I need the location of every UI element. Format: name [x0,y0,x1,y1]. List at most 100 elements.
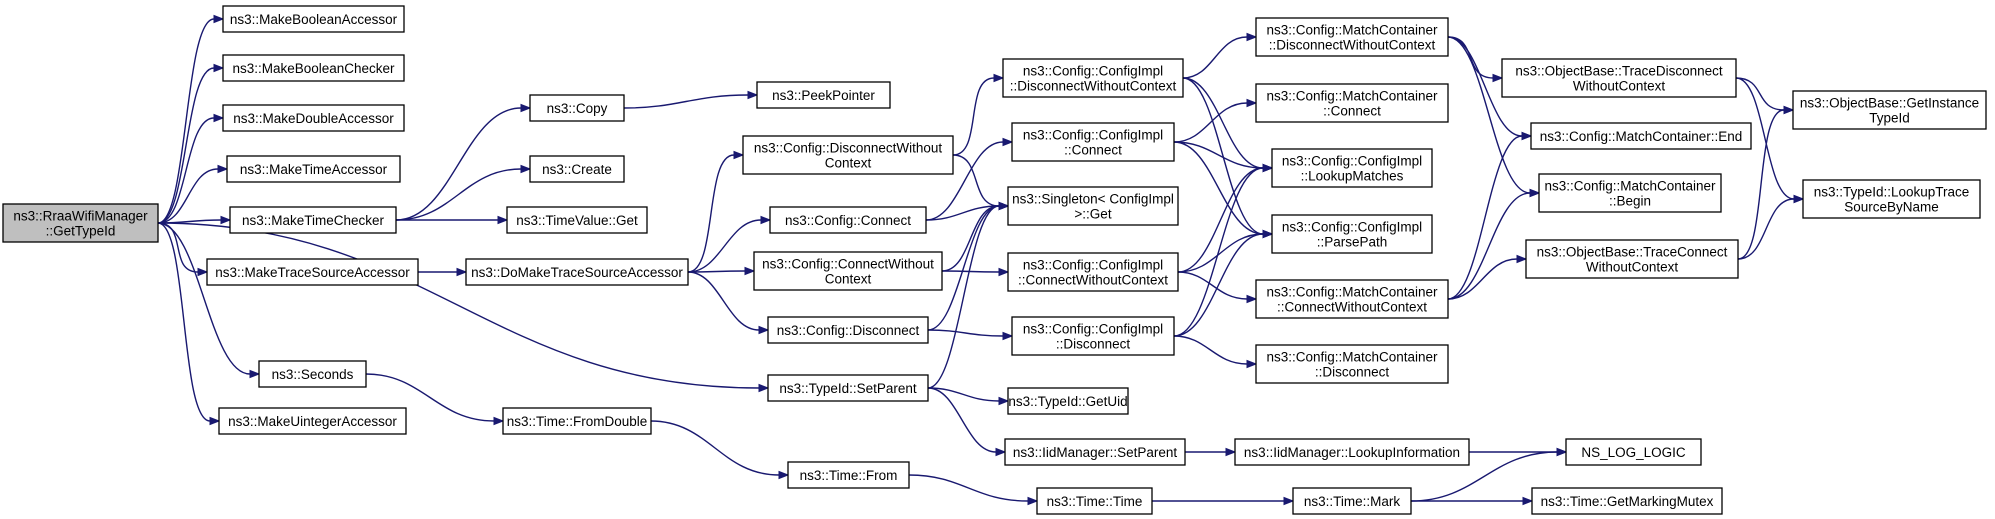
node-sec[interactable]: ns3::Seconds [258,360,367,388]
node-copy[interactable]: ns3::Copy [529,94,625,122]
node-cid[interactable]: ns3::Config::ConfigImpl::Disconnect [1011,316,1175,356]
node-mba[interactable]: ns3::MakeBooleanAccessor [222,5,405,33]
node-mcd[interactable]: ns3::Config::MatchContainer::Disconnect [1255,344,1449,384]
node-box[interactable] [1792,90,1987,130]
node-box[interactable] [2,203,159,243]
node-label: WithoutContext [1573,79,1666,94]
node-box[interactable] [1538,173,1722,213]
node-cidwc[interactable]: ns3::Config::ConfigImpl::DisconnectWitho… [1002,58,1184,98]
node-box[interactable] [767,374,929,402]
node-box[interactable] [222,54,405,82]
node-box[interactable] [222,104,405,132]
node-create[interactable]: ns3::Create [529,155,625,183]
node-box[interactable] [258,360,367,388]
node-box[interactable] [206,258,419,286]
node-cic[interactable]: ns3::Config::ConfigImpl::Connect [1011,122,1175,162]
node-nslog[interactable]: NS_LOG_LOGIC [1565,438,1702,466]
node-root[interactable]: ns3::RraaWifiManager::GetTypeId [2,203,159,243]
node-obtdwc[interactable]: ns3::ObjectBase::TraceDisconnectWithoutC… [1501,58,1737,98]
node-mbc[interactable]: ns3::MakeBooleanChecker [222,54,405,82]
node-peek[interactable]: ns3::PeekPointer [756,81,891,109]
node-box[interactable] [1007,186,1179,226]
node-box[interactable] [226,155,401,183]
node-box[interactable] [753,251,943,291]
node-box[interactable] [506,206,648,234]
node-tiuid[interactable]: ns3::TypeId::GetUid [1007,387,1129,415]
node-box[interactable] [1036,487,1153,515]
node-mtsa[interactable]: ns3::MakeTraceSourceAccessor [206,258,419,286]
node-mcbegin[interactable]: ns3::Config::MatchContainer::Begin [1538,173,1722,213]
node-box[interactable] [218,407,407,435]
node-tisp[interactable]: ns3::TypeId::SetParent [767,374,929,402]
node-tfrom[interactable]: ns3::Time::From [787,461,910,489]
node-box[interactable] [222,5,405,33]
node-box[interactable] [1255,83,1449,123]
node-cdwc[interactable]: ns3::Config::DisconnectWithoutContext [742,135,954,175]
node-box[interactable] [1007,252,1179,292]
node-tgmm[interactable]: ns3::Time::GetMarkingMutex [1531,487,1723,515]
node-label: ns3::TypeId::LookupTrace [1814,185,1970,200]
node-box[interactable] [1525,239,1739,279]
node-cipp[interactable]: ns3::Config::ConfigImpl::ParsePath [1271,214,1433,254]
node-tfd[interactable]: ns3::Time::FromDouble [502,407,652,435]
node-box[interactable] [1531,487,1723,515]
node-box[interactable] [1007,387,1129,415]
node-box[interactable] [1002,58,1184,98]
node-mcdwc[interactable]: ns3::Config::MatchContainer::DisconnectW… [1255,17,1449,57]
node-mccwc[interactable]: ns3::Config::MatchContainer::ConnectWith… [1255,279,1449,319]
node-mta[interactable]: ns3::MakeTimeAccessor [226,155,401,183]
node-box[interactable] [1255,17,1449,57]
edge-line [908,474,1029,502]
node-box[interactable] [502,407,652,435]
node-box[interactable] [1255,279,1449,319]
edge-line [1182,77,1264,169]
edge-line [941,270,1000,273]
node-box[interactable] [767,316,929,344]
node-box[interactable] [229,206,397,234]
node-cilm[interactable]: ns3::Config::ConfigImpl::LookupMatches [1271,148,1433,188]
node-ttime[interactable]: ns3::Time::Time [1036,487,1153,515]
node-label: NS_LOG_LOGIC [1581,445,1686,460]
node-box[interactable] [769,206,927,234]
node-sget[interactable]: ns3::Singleton< ConfigImpl >::Get [1007,186,1179,226]
node-box[interactable] [465,258,689,286]
node-box[interactable] [742,135,954,175]
node-box[interactable] [529,94,625,122]
node-box[interactable] [1271,148,1433,188]
node-mcend[interactable]: ns3::Config::MatchContainer::End [1530,122,1752,150]
node-mda[interactable]: ns3::MakeDoubleAccessor [222,104,405,132]
node-iili[interactable]: ns3::IidManager::LookupInformation [1234,438,1470,466]
node-box[interactable] [1255,344,1449,384]
node-tvget[interactable]: ns3::TimeValue::Get [506,206,648,234]
node-cconn[interactable]: ns3::Config::Connect [769,206,927,234]
node-box[interactable] [1004,438,1186,466]
node-obtcwc[interactable]: ns3::ObjectBase::TraceConnectWithoutCont… [1525,239,1739,279]
node-mtc[interactable]: ns3::MakeTimeChecker [229,206,397,234]
node-cdis[interactable]: ns3::Config::Disconnect [767,316,929,344]
node-box[interactable] [787,461,910,489]
node-box[interactable] [1530,122,1752,150]
node-box[interactable] [1011,316,1175,356]
node-mcc[interactable]: ns3::Config::MatchContainer::Connect [1255,83,1449,123]
node-box[interactable] [1011,122,1175,162]
node-box[interactable] [1234,438,1470,466]
node-dmtsa[interactable]: ns3::DoMakeTraceSourceAccessor [465,258,689,286]
node-mua[interactable]: ns3::MakeUintegerAccessor [218,407,407,435]
arrowhead-icon [213,113,225,123]
node-tmark[interactable]: ns3::Time::Mark [1292,487,1412,515]
node-box[interactable] [1802,179,1981,219]
node-box[interactable] [529,155,625,183]
node-box[interactable] [1271,214,1433,254]
node-box[interactable] [1501,58,1737,98]
edge-root-to-mba [157,14,225,224]
edge-cicwc-to-cipp [1177,229,1274,273]
node-iisp[interactable]: ns3::IidManager::SetParent [1004,438,1186,466]
edge-copy-to-peek [623,90,759,109]
node-box[interactable] [1292,487,1412,515]
node-ccwc[interactable]: ns3::Config::ConnectWithoutContext [753,251,943,291]
node-box[interactable] [756,81,891,109]
node-box[interactable] [1565,438,1702,466]
node-cicwc[interactable]: ns3::Config::ConfigImpl::ConnectWithoutC… [1007,252,1179,292]
